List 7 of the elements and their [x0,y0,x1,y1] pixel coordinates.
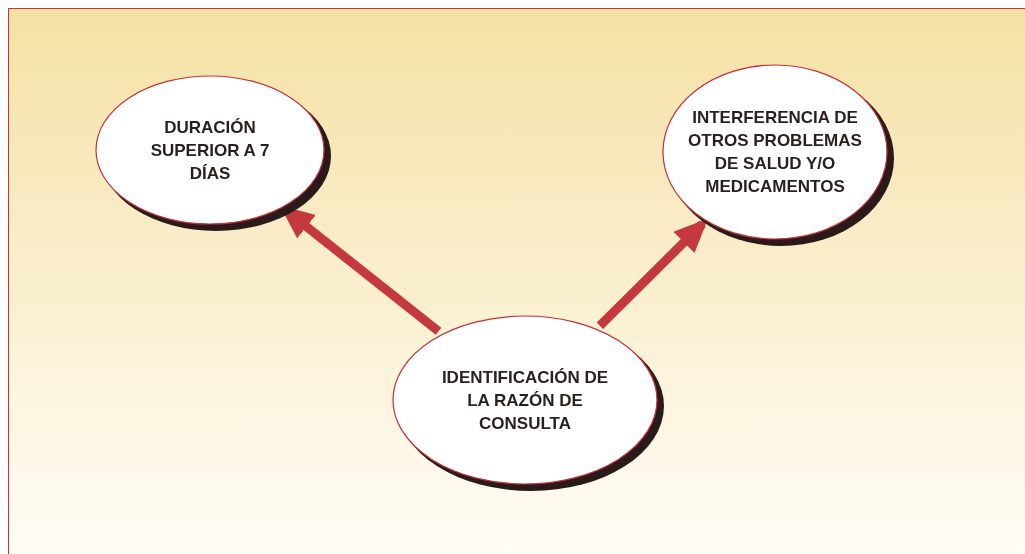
ellipse-node [95,75,333,233]
arrow [596,218,709,329]
node-label: DURACIÓN SUPERIOR A 7 DÍAS [149,116,271,185]
ellipse-node [392,315,666,493]
node-label: IDENTIFICACIÓN DE LA RAZÓN DE CONSULTA [440,366,610,435]
node-label: INTERFERENCIA DE OTROS PROBLEMAS DE SALUD Y/O MEDICAMENTOS [687,107,863,198]
ellipse-node [662,64,896,248]
